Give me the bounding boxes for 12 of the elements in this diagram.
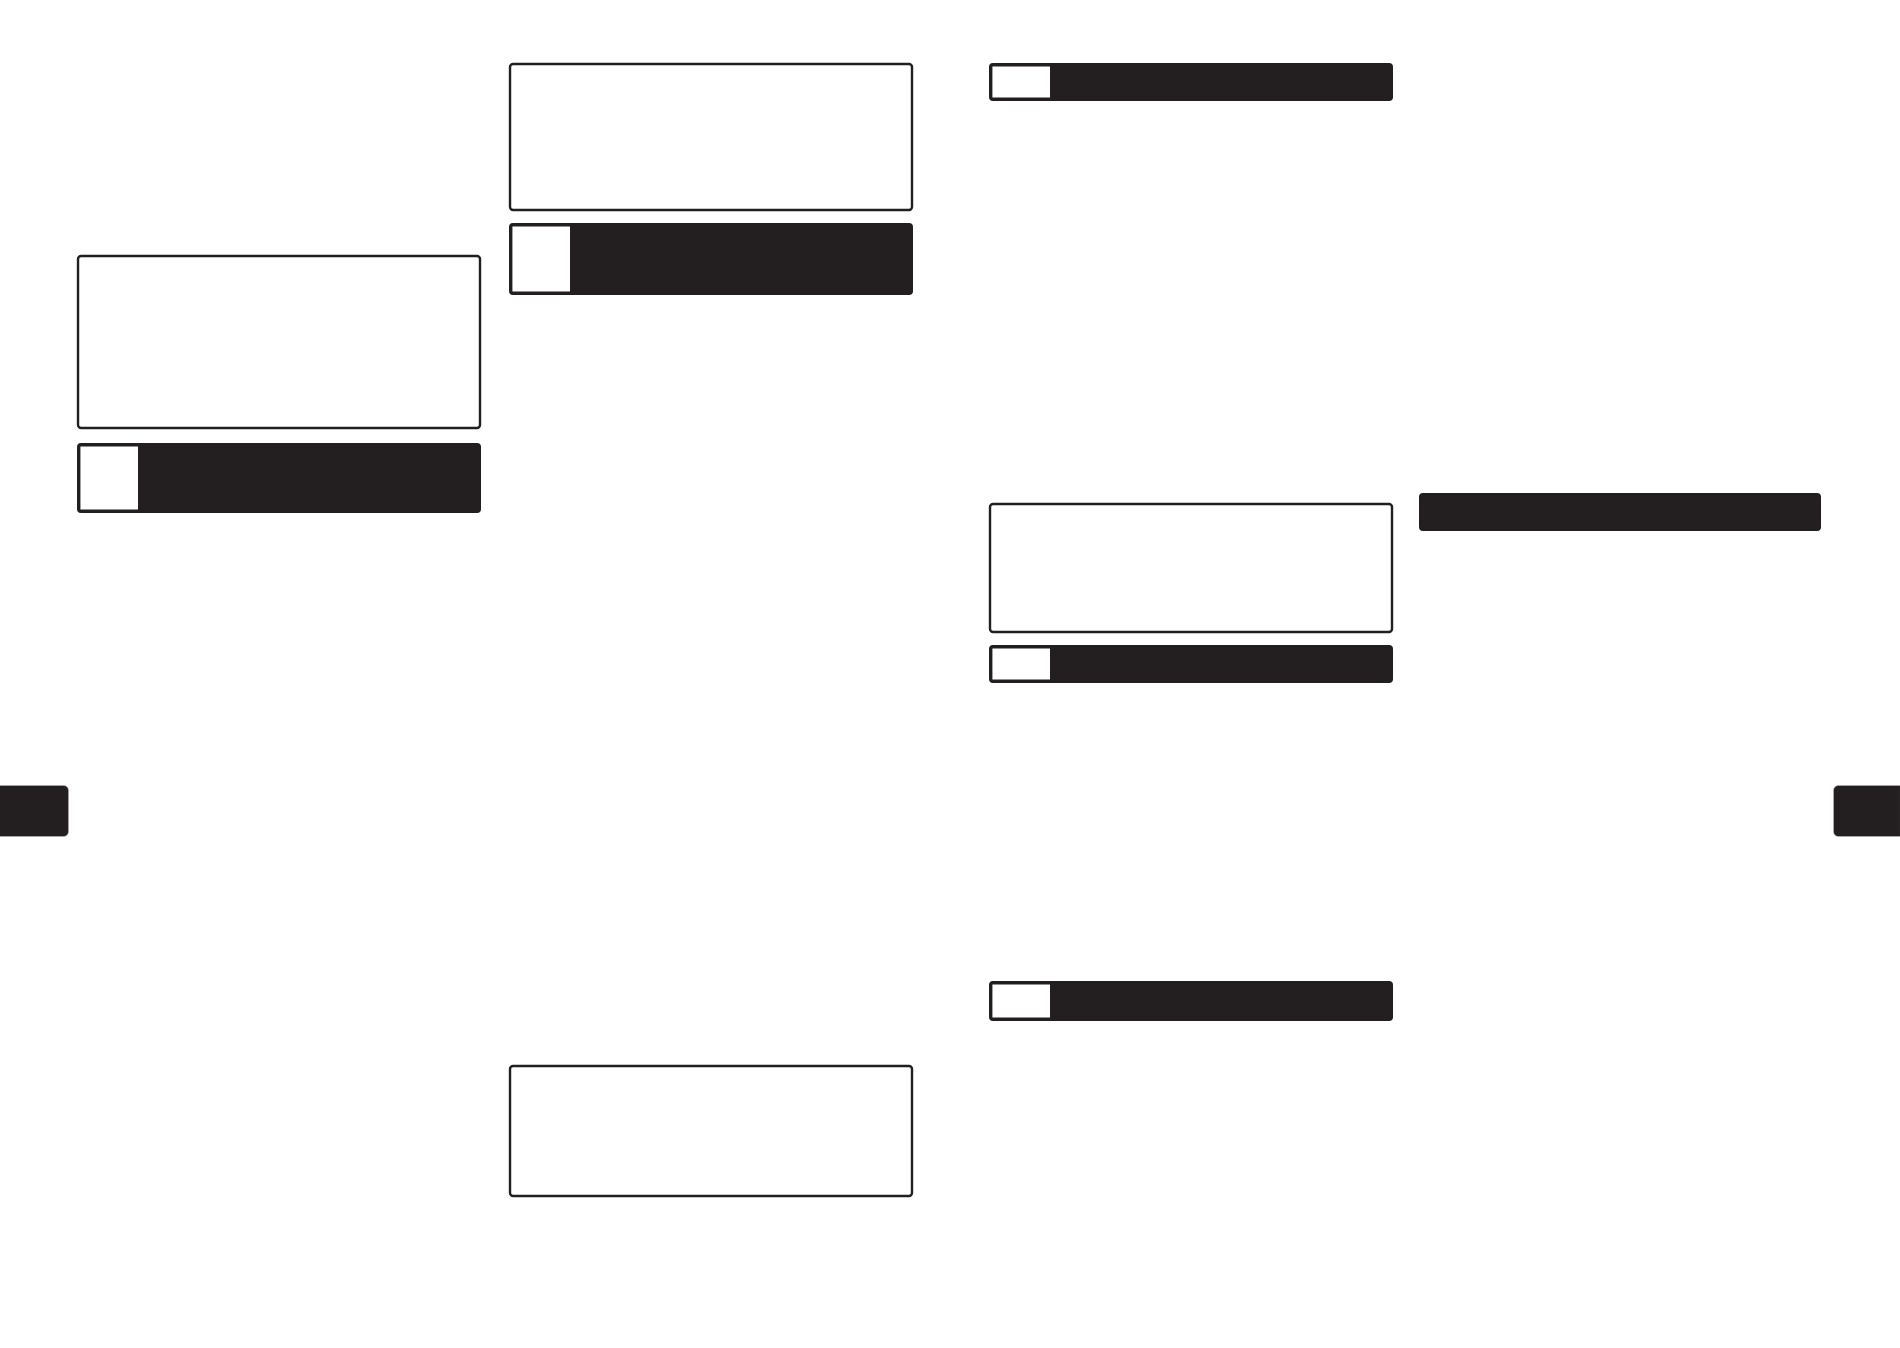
header-bar bbox=[989, 645, 1393, 683]
header-bar bbox=[509, 223, 913, 295]
text-box bbox=[508, 1064, 914, 1198]
text-box bbox=[988, 502, 1394, 634]
text-box bbox=[508, 62, 914, 212]
header-bar bbox=[989, 981, 1393, 1021]
header-bar bbox=[77, 443, 481, 513]
header-bar bbox=[989, 63, 1393, 101]
header-bar bbox=[1419, 493, 1821, 531]
thumb-tab bbox=[0, 785, 69, 837]
text-box bbox=[76, 254, 482, 430]
thumb-tab bbox=[1833, 785, 1900, 837]
